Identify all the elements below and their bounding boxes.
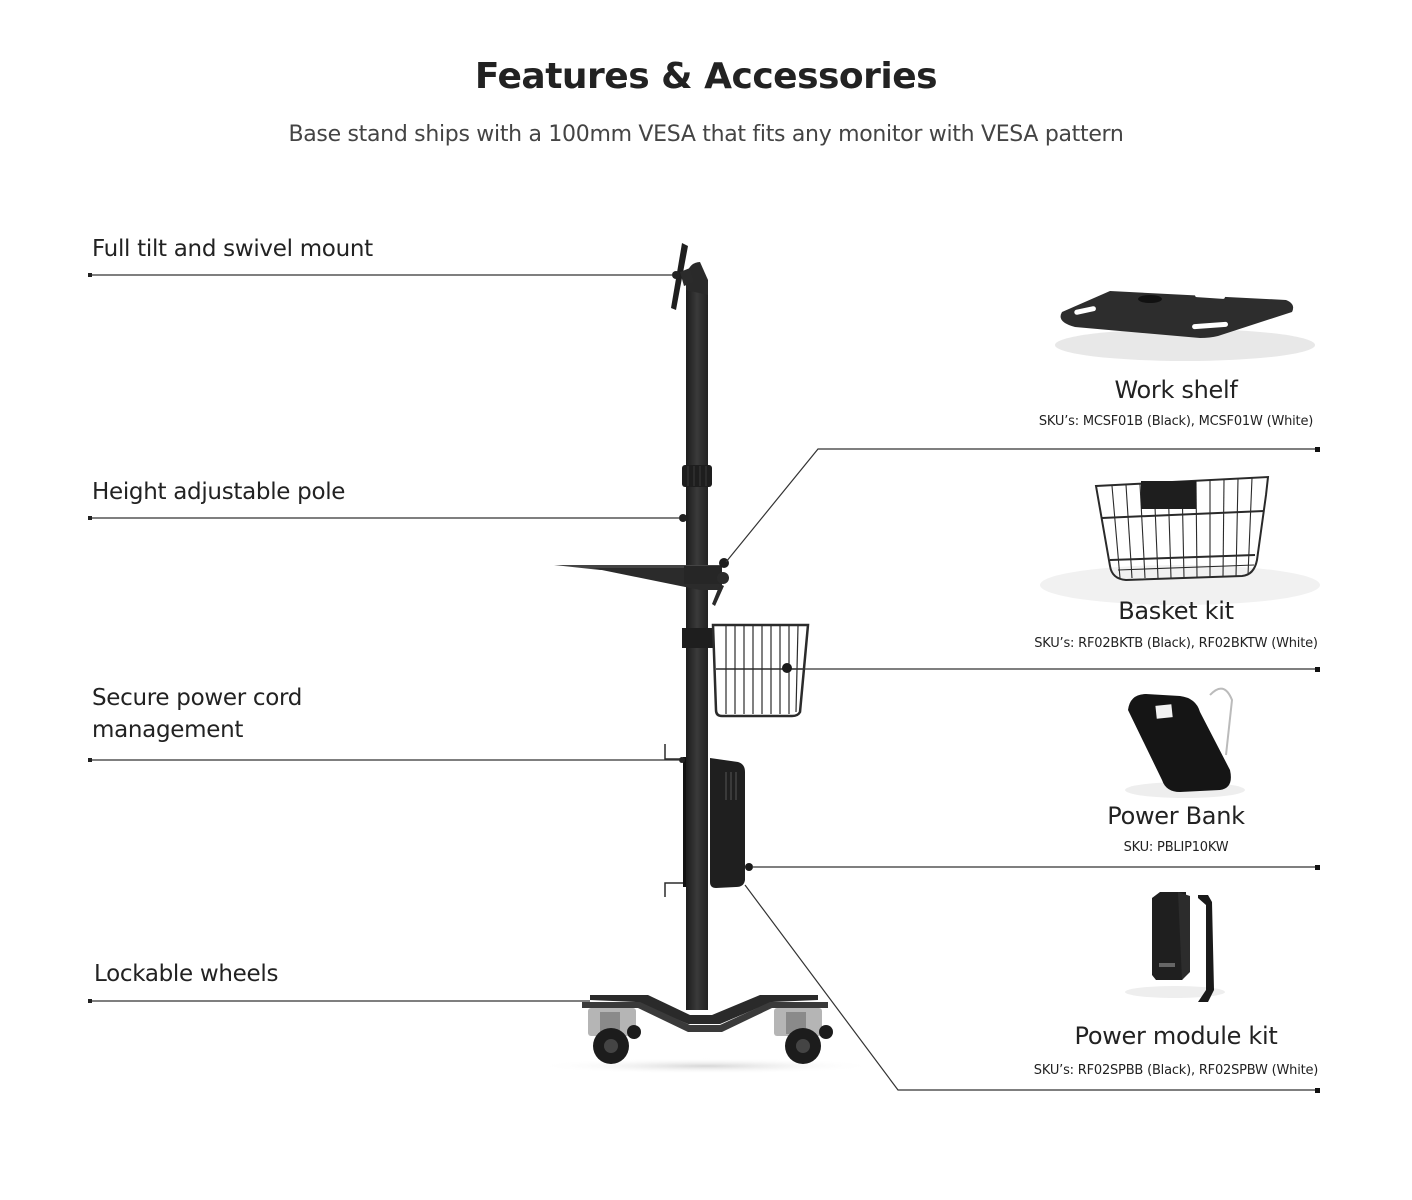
power-bank-image	[1125, 687, 1245, 798]
cart-power-module	[710, 758, 753, 888]
feature-label-tilt-swivel: Full tilt and swivel mount	[92, 236, 373, 262]
lockable-wheel-right	[774, 1008, 833, 1064]
cart-base	[582, 995, 828, 1032]
accessory-sku-power-bank: SKU: PBLIP10KW	[1123, 840, 1229, 855]
page-title: Features & Accessories	[474, 56, 938, 97]
feature-label-power-cord-line1: Secure power cord	[92, 685, 303, 711]
feature-label-height-pole: Height adjustable pole	[92, 479, 346, 505]
accessory-sku-work-shelf: SKU’s: MCSF01B (Black), MCSF01W (White)	[1038, 414, 1314, 429]
callout-lines-right	[725, 447, 1320, 1093]
accessory-name-power-bank: Power Bank	[1107, 802, 1245, 830]
cart-basket	[682, 623, 810, 718]
floor-shadow	[536, 1058, 876, 1074]
feature-label-power-cord: Secure power cord management	[92, 682, 302, 746]
accessory-name-basket-kit: Basket kit	[1118, 597, 1234, 625]
cart-work-shelf	[554, 558, 729, 606]
basket-image	[1040, 475, 1320, 605]
page-subtitle: Base stand ships with a 100mm VESA that …	[288, 122, 1124, 147]
power-module-image	[1125, 892, 1225, 1002]
pole-knob	[679, 514, 687, 522]
accessory-name-work-shelf: Work shelf	[1114, 376, 1238, 404]
cord-hooks	[664, 744, 686, 897]
accessory-sku-basket-kit: SKU’s: RF02BKTB (Black), RF02BKTW (White…	[1034, 636, 1318, 651]
work-shelf-image	[1055, 291, 1315, 361]
accessory-name-power-module-kit: Power module kit	[1074, 1022, 1278, 1050]
vesa-mount	[671, 243, 694, 310]
accessory-sku-power-module-kit: SKU’s: RF02SPBB (Black), RF02SPBW (White…	[1033, 1063, 1319, 1078]
feature-label-lockable-wheels: Lockable wheels	[94, 961, 279, 987]
callout-lines-left	[88, 273, 680, 1003]
lockable-wheel-left	[588, 1008, 641, 1064]
feature-label-power-cord-line2: management	[92, 717, 244, 743]
